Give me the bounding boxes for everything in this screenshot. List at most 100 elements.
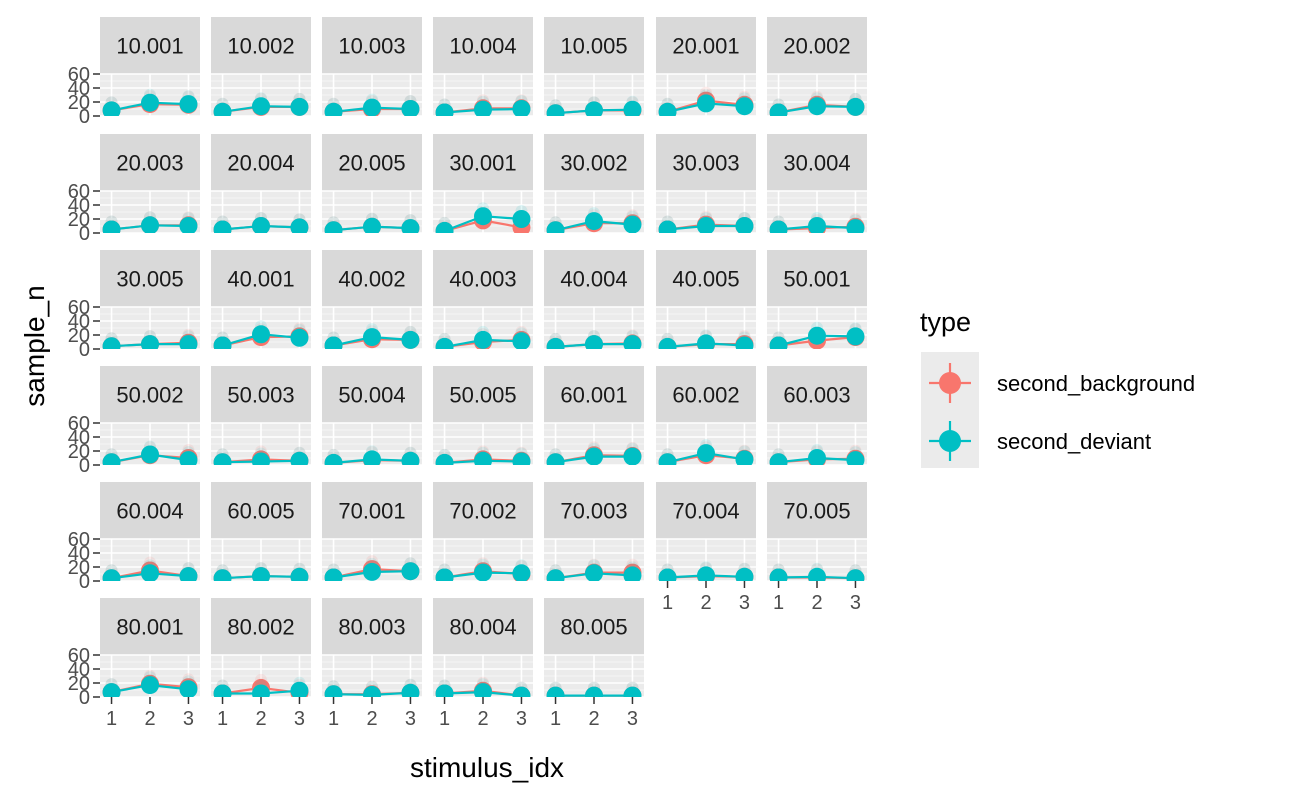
facet-strip-label: 50.001: [783, 267, 850, 292]
facet-strip-label: 40.003: [449, 267, 516, 292]
second-deviant-point: [623, 566, 642, 581]
second-deviant-point: [141, 445, 159, 464]
panel-data: [546, 558, 642, 581]
second-deviant-point: [179, 335, 198, 349]
second-deviant-point: [697, 94, 715, 113]
facet-strip-label: 50.005: [449, 383, 516, 408]
facet-strip-label: 20.004: [227, 151, 294, 176]
facet-strip: [322, 482, 422, 539]
second-deviant-point: [290, 451, 309, 465]
panel-data: [658, 561, 754, 581]
x-tick-label: 2: [811, 592, 822, 614]
facet-strip: [544, 366, 644, 423]
second-deviant-point: [585, 447, 603, 465]
facet-panel: 40.001: [211, 250, 311, 350]
second-deviant-point: [474, 563, 492, 581]
second-deviant-point: [585, 212, 603, 231]
facet-panel: 70.004: [656, 482, 756, 582]
second-deviant-point: [179, 217, 198, 233]
facet-panel: 50.003: [211, 366, 311, 466]
x-tick-label: 3: [850, 592, 861, 614]
y-tick-label: 40: [68, 427, 90, 449]
legend-key-point: [939, 372, 961, 394]
facet-strip-label: 10.005: [560, 34, 627, 59]
second-deviant-point: [213, 220, 232, 233]
x-tick-label: 2: [255, 708, 266, 730]
facet-panel: 60.005: [211, 482, 311, 582]
facet-strip-label: 70.004: [672, 499, 739, 524]
second-deviant-point: [213, 684, 232, 697]
second-deviant-point: [435, 684, 454, 697]
y-tick-label: 60: [68, 181, 90, 203]
facet-strip-label: 70.005: [783, 499, 850, 524]
second-deviant-point: [102, 337, 121, 349]
second-deviant-point: [585, 101, 603, 116]
facet-strip-label: 10.002: [227, 34, 294, 59]
second-deviant-point: [808, 97, 826, 116]
facet-strip: [433, 598, 533, 655]
second-deviant-point: [623, 100, 642, 116]
facet-strip-label: 50.002: [116, 383, 183, 408]
y-tick-label: 60: [68, 529, 90, 551]
panel-data: [213, 92, 309, 116]
second-deviant-point: [435, 221, 454, 233]
facet-strip-label: 10.001: [116, 34, 183, 59]
panel-data: [769, 444, 865, 465]
second-deviant-point: [141, 216, 159, 233]
second-deviant-point: [141, 564, 159, 581]
x-tick-label: 2: [588, 708, 599, 730]
facet-strip: [544, 482, 644, 539]
second-deviant-point: [474, 451, 492, 465]
second-deviant-point: [546, 453, 565, 465]
y-axis-title: sample_n: [19, 285, 50, 406]
second-deviant-point: [623, 447, 642, 465]
facet-panel: 30.005: [100, 250, 200, 350]
facet-panel: 40.002: [322, 250, 422, 350]
panel-data: [213, 673, 309, 697]
panel-data: [435, 94, 531, 116]
panel-data: [213, 320, 309, 349]
facet-strip: [211, 250, 311, 307]
facet-strip: [211, 17, 311, 74]
second-deviant-point: [512, 332, 531, 349]
second-deviant-point: [808, 217, 826, 233]
facet-strip: [211, 366, 311, 423]
y-tick-label: 20: [68, 209, 90, 231]
second-deviant-point: [213, 336, 232, 349]
facet-strip: [544, 250, 644, 307]
panel-data: [435, 557, 531, 581]
x-tick-label: 2: [366, 708, 377, 730]
facet-panel: 30.002: [544, 134, 644, 234]
second-deviant-point: [141, 335, 159, 349]
facet-strip: [656, 482, 756, 539]
facet-panel: 70.002: [433, 482, 533, 582]
panel-data: [658, 329, 754, 349]
second-deviant-point: [546, 569, 565, 581]
facet-strip: [322, 366, 422, 423]
y-tick-label: 40: [68, 659, 90, 681]
facet-strip-label: 60.001: [560, 383, 627, 408]
second-deviant-point: [363, 562, 381, 581]
second-deviant-point: [846, 327, 865, 346]
second-deviant-point: [474, 683, 492, 697]
facet-panel: 70.005: [767, 482, 867, 582]
x-tick-label: 1: [550, 708, 561, 730]
facet-strip-label: 40.004: [560, 267, 627, 292]
y-tick-label: 40: [68, 195, 90, 217]
panel-data: [102, 556, 198, 581]
facet-strip-label: 70.002: [449, 499, 516, 524]
second-deviant-point: [585, 335, 603, 349]
panel-data: [324, 93, 420, 116]
facet-panel: 60.004: [100, 482, 200, 582]
facet-strip: [544, 17, 644, 74]
facet-strip-label: 70.001: [338, 499, 405, 524]
facet-strip-label: 40.002: [338, 267, 405, 292]
facet-strip-label: 50.004: [338, 383, 405, 408]
second-deviant-point: [808, 449, 826, 465]
panel-data: [546, 441, 642, 465]
facet-strip-label: 40.001: [227, 267, 294, 292]
second-deviant-point: [769, 103, 788, 116]
